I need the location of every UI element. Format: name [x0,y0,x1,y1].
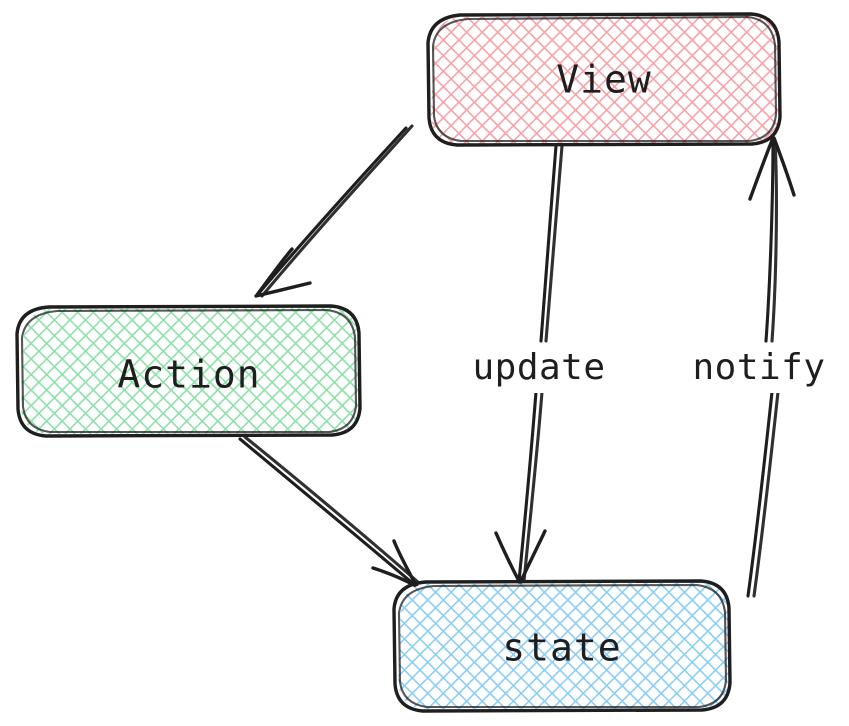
node-view[interactable]: View [426,12,782,147]
node-state-outline-2 [397,583,728,709]
edge-view-to-action[interactable] [254,124,414,298]
node-action-outline [15,304,362,438]
node-view-fill [431,15,779,144]
node-view-label: View [556,58,652,102]
node-state-label: state [502,626,621,670]
edge-label-notify-text: notify [692,347,825,388]
node-state-fill [398,583,729,709]
node-view-outline-2 [431,15,778,143]
node-action-outline-2 [20,308,358,434]
edge-state-to-view-notify[interactable] [746,136,796,598]
node-view-outline [426,12,782,147]
edge-view-to-state-update[interactable] [494,144,564,585]
edge-label-update: update [460,343,620,393]
node-state-outline [392,579,732,713]
node-action-label: Action [117,353,260,397]
node-action-fill [21,308,359,434]
node-action[interactable]: Action [15,304,362,438]
edge-label-update-text: update [472,347,605,388]
edge-action-to-state[interactable] [238,435,421,589]
node-state[interactable]: state [392,579,732,713]
edge-label-notify: notify [684,343,834,393]
